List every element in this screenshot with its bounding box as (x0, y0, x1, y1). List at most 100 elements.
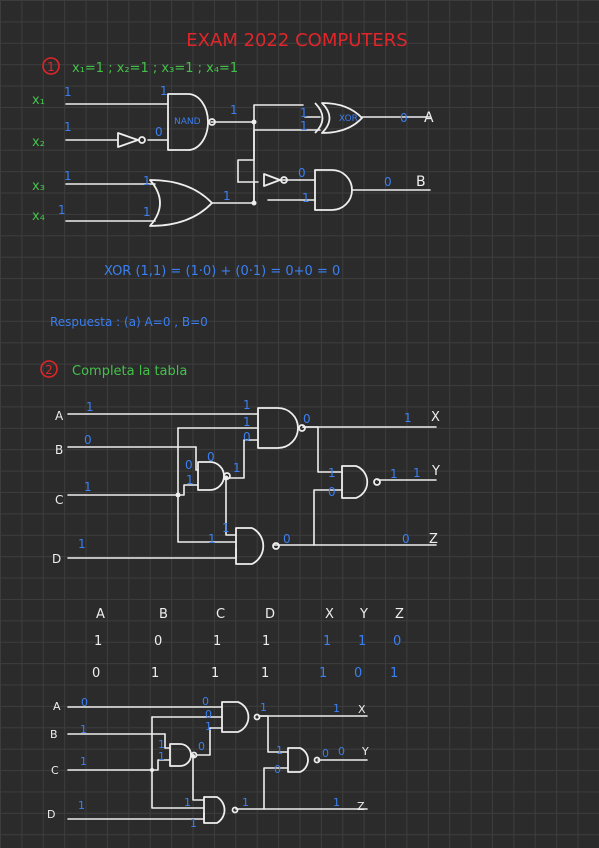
output-y-label: Y (431, 464, 440, 479)
svg-text:0: 0 (205, 708, 212, 721)
svg-text:1: 1 (47, 60, 55, 74)
circuit-2-values: 1 0 1 1 1 1 0 0 0 1 0 1 1 1 0 1 0 1 1 1 … (78, 398, 421, 551)
svg-text:1: 1 (302, 191, 310, 205)
svg-text:1: 1 (211, 666, 219, 681)
svg-text:1: 1 (64, 120, 72, 134)
q1-given-values: x₁=1 ; x₂=1 ; x₃=1 ; x₄=1 (72, 61, 238, 76)
svg-text:1: 1 (151, 666, 159, 681)
svg-text:1: 1 (328, 466, 336, 480)
input-c-label: C (55, 493, 63, 507)
svg-text:1: 1 (333, 702, 340, 715)
truth-table: A B C D X Y Z 1 0 1 1 1 1 0 0 1 1 1 1 0 … (92, 607, 404, 681)
exam-title: EXAM 2022 COMPUTERS (186, 30, 407, 51)
svg-text:2: 2 (45, 363, 53, 377)
svg-text:0: 0 (81, 696, 88, 709)
input-x2-label: x₂ (32, 135, 45, 150)
svg-text:0: 0 (328, 485, 336, 499)
xor-gate-label: XOR (339, 114, 358, 124)
svg-text:0: 0 (92, 666, 100, 681)
svg-text:Y: Y (359, 607, 368, 622)
table-row: 0 1 1 1 1 0 1 (92, 666, 398, 681)
output-a-label: A (424, 110, 434, 126)
svg-text:1: 1 (143, 174, 151, 188)
svg-text:1: 1 (78, 537, 86, 551)
svg-text:1: 1 (276, 744, 283, 757)
svg-text:1: 1 (160, 84, 168, 98)
input-a-label: A (53, 700, 61, 713)
table-row: 1 0 1 1 1 1 0 (94, 634, 401, 649)
svg-text:1: 1 (413, 466, 421, 480)
input-x4-label: x₄ (32, 209, 45, 224)
svg-text:0: 0 (402, 532, 410, 546)
svg-text:X: X (325, 607, 334, 622)
input-b-label: B (50, 728, 58, 741)
svg-text:0: 0 (84, 433, 92, 447)
svg-text:1: 1 (94, 634, 102, 649)
svg-text:1: 1 (242, 796, 249, 809)
svg-text:0: 0 (198, 740, 205, 753)
svg-text:1: 1 (222, 521, 230, 535)
svg-text:0: 0 (185, 458, 193, 472)
q1-answer: Respuesta : (a) A=0 , B=0 (50, 315, 208, 329)
svg-text:1: 1 (262, 634, 270, 649)
output-x-label: X (358, 703, 366, 716)
svg-text:1: 1 (158, 738, 165, 751)
svg-text:1: 1 (190, 817, 197, 830)
svg-text:1: 1 (260, 701, 267, 714)
svg-text:0: 0 (202, 695, 209, 708)
output-y-label: Y (361, 745, 369, 758)
svg-text:A: A (96, 607, 105, 622)
svg-text:1: 1 (319, 666, 327, 681)
circuit-1: x₁ x₂ x₃ x₄ NAND XOR (32, 84, 434, 227)
svg-text:0: 0 (283, 532, 291, 546)
input-x3-label: x₃ (32, 179, 45, 194)
circuit-3: A B C D X Y Z 0 1 1 (47, 695, 369, 830)
svg-text:0: 0 (338, 745, 345, 758)
svg-text:B: B (159, 607, 168, 622)
svg-text:1: 1 (84, 480, 92, 494)
svg-text:0: 0 (393, 634, 401, 649)
output-z-label: Z (357, 800, 365, 813)
svg-text:1: 1 (300, 106, 308, 120)
output-b-label: B (416, 174, 426, 190)
svg-text:1: 1 (80, 723, 87, 736)
svg-text:1: 1 (261, 666, 269, 681)
svg-text:1: 1 (323, 634, 331, 649)
output-z-label: Z (429, 532, 438, 547)
table-header: A B C D X Y Z (96, 607, 404, 622)
circuit-2: A B C D X Y Z (52, 398, 440, 566)
svg-text:1: 1 (358, 634, 366, 649)
q1-number-badge: 1 (42, 57, 60, 75)
svg-text:0: 0 (322, 747, 329, 760)
svg-text:1: 1 (213, 634, 221, 649)
svg-text:1: 1 (64, 169, 72, 183)
svg-text:0: 0 (274, 763, 281, 776)
input-x1-label: x₁ (32, 93, 45, 108)
svg-text:1: 1 (390, 666, 398, 681)
svg-text:1: 1 (333, 796, 340, 809)
q2-prompt: Completa la tabla (72, 364, 187, 379)
svg-text:0: 0 (243, 430, 251, 444)
svg-text:1: 1 (223, 189, 231, 203)
svg-text:0: 0 (400, 111, 408, 125)
svg-text:0: 0 (384, 175, 392, 189)
svg-text:1: 1 (208, 532, 216, 546)
svg-text:1: 1 (158, 750, 165, 763)
svg-text:Z: Z (395, 607, 404, 622)
svg-text:0: 0 (154, 634, 162, 649)
input-d-label: D (47, 808, 55, 821)
circuit-3-values: 0 1 1 1 0 0 1 1 1 1 0 1 1 1 1 0 0 1 0 1 (78, 695, 345, 830)
nand-gate-label: NAND (174, 117, 201, 127)
xor-equation: XOR (1,1) = (1·0) + (0·1) = 0+0 = 0 (104, 264, 340, 279)
svg-text:C: C (216, 607, 225, 622)
svg-text:1: 1 (233, 461, 241, 475)
svg-text:0: 0 (298, 166, 306, 180)
svg-text:1: 1 (86, 400, 94, 414)
svg-text:1: 1 (205, 720, 212, 733)
svg-text:1: 1 (184, 796, 191, 809)
input-c-label: C (51, 764, 59, 777)
svg-text:0: 0 (155, 125, 163, 139)
q2-number-badge: 2 (40, 360, 58, 378)
svg-text:1: 1 (230, 103, 238, 117)
